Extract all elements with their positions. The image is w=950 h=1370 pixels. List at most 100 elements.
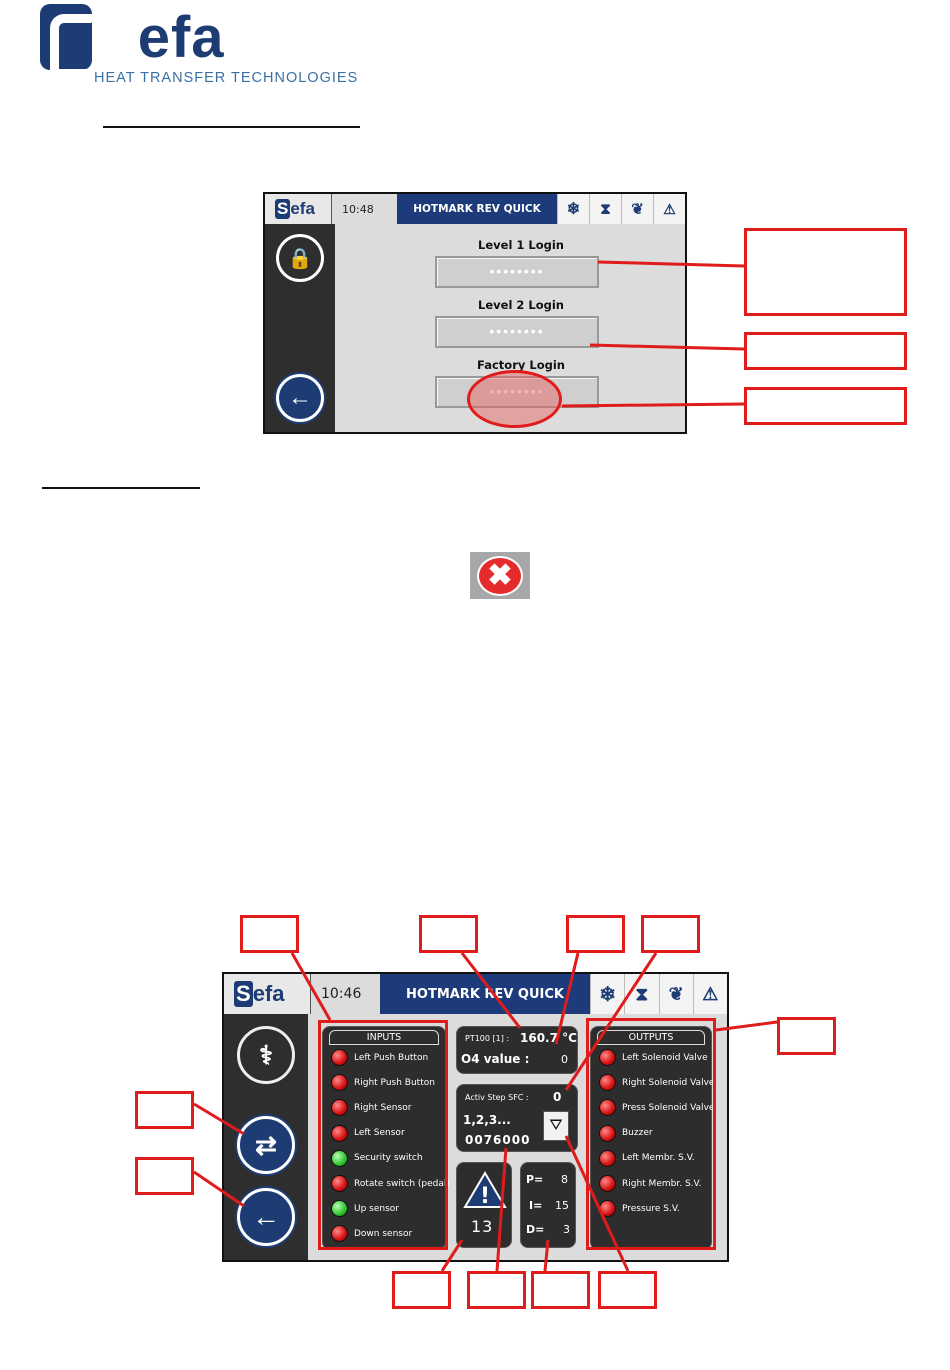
- pid-i-value: 15: [555, 1199, 569, 1212]
- input-row: Security switch: [331, 1149, 423, 1167]
- pid-d-label: D=: [526, 1223, 545, 1236]
- callout-box-e: [777, 1017, 836, 1055]
- output-row: Right Solenoid Valve: [599, 1074, 714, 1092]
- section-underline: [103, 126, 360, 128]
- stethoscope-icon[interactable]: ⚕: [237, 1026, 295, 1084]
- level2-login-field[interactable]: ••••••••: [435, 316, 599, 348]
- sfc-sequence: 1,2,3...: [463, 1113, 511, 1127]
- factory-login-highlight: [467, 370, 562, 428]
- warning-icon[interactable]: ⚠: [692, 974, 727, 1014]
- clock: 10:48: [331, 194, 397, 224]
- lock-icon[interactable]: 🔒: [276, 234, 324, 282]
- input-label: Rotate switch (pedal): [354, 1178, 450, 1189]
- input-row: Rotate switch (pedal): [331, 1175, 450, 1192]
- callout-box-b: [419, 915, 478, 953]
- input-label: Left Sensor: [354, 1128, 405, 1139]
- callout-box-j: [531, 1271, 590, 1309]
- pt100-value: 160.7 °C: [520, 1031, 577, 1045]
- output-row: Buzzer: [599, 1124, 653, 1142]
- output-label: Buzzer: [622, 1128, 653, 1139]
- diag-sidebar: ⚕ ⇄ ←: [224, 1014, 308, 1260]
- sfc-value: 0: [553, 1090, 562, 1104]
- status-lamp-icon: [331, 1200, 348, 1218]
- machine-title: HOTMARK REV QUICK: [397, 194, 557, 224]
- callout-box-k: [598, 1271, 657, 1309]
- back-button[interactable]: ←: [237, 1188, 295, 1246]
- callout-box-a: [240, 915, 299, 953]
- output-row: Right Membr. S.V.: [599, 1175, 701, 1192]
- input-label: Left Push Button: [354, 1052, 429, 1063]
- level1-login-label: Level 1 Login: [478, 238, 564, 252]
- pid-p-label: P=: [526, 1173, 544, 1186]
- leaf-icon[interactable]: ❦: [621, 194, 653, 224]
- input-row: Left Sensor: [331, 1124, 405, 1142]
- status-lamp-icon: [331, 1074, 348, 1092]
- pid-panel: P= 8 I= 15 D= 3: [520, 1162, 576, 1248]
- status-lamp-icon: [599, 1124, 616, 1142]
- callout-box-h: [392, 1271, 451, 1309]
- status-lamp-icon: [331, 1099, 348, 1117]
- pid-d-value: 3: [563, 1223, 570, 1236]
- warning-icon[interactable]: ⚠: [653, 194, 685, 224]
- pt100-label: PT100 [1] :: [465, 1034, 510, 1043]
- input-label: Security switch: [354, 1153, 423, 1164]
- login-sidebar: 🔒 ←: [265, 224, 335, 432]
- output-row: Press Solenoid Valve: [599, 1099, 715, 1117]
- outputs-highlight: [586, 1018, 716, 1250]
- press-machine-icon: ⛛: [543, 1111, 569, 1141]
- output-label: Right Membr. S.V.: [622, 1178, 702, 1189]
- o4-label: O4 value :: [461, 1052, 530, 1066]
- output-label: Press Solenoid Valve: [622, 1102, 715, 1113]
- level1-login-field[interactable]: ••••••••: [435, 256, 599, 288]
- leaf-icon[interactable]: ❦: [658, 974, 693, 1014]
- hourglass-icon[interactable]: ⧗: [589, 194, 621, 224]
- input-label: Right Push Button: [354, 1077, 435, 1088]
- section-underline-2: [42, 487, 200, 489]
- callout-box-i: [467, 1271, 526, 1309]
- callout-box-d: [641, 915, 700, 953]
- output-row: Left Solenoid Valve: [599, 1049, 708, 1066]
- svg-text:!: !: [480, 1184, 490, 1209]
- input-label: Up sensor: [354, 1203, 399, 1214]
- level2-login-label: Level 2 Login: [478, 298, 564, 312]
- sfc-label: Activ Step SFC :: [465, 1093, 529, 1102]
- alarm-count: 13: [471, 1217, 494, 1236]
- status-lamp-icon: [599, 1099, 616, 1117]
- status-lamp-icon: [331, 1124, 348, 1142]
- pid-p-value: 8: [561, 1173, 568, 1186]
- inputs-highlight: [318, 1020, 448, 1250]
- switch-page-button[interactable]: ⇄: [237, 1116, 295, 1174]
- hourglass-icon[interactable]: ⧗: [624, 974, 659, 1014]
- pid-i-label: I=: [529, 1199, 543, 1212]
- inputs-title: INPUTS: [329, 1030, 439, 1045]
- snowflake-icon[interactable]: ❄: [557, 194, 589, 224]
- callout-box-c: [566, 915, 625, 953]
- status-lamp-icon: [599, 1149, 616, 1167]
- output-label: Pressure S.V.: [622, 1203, 680, 1214]
- back-button[interactable]: ←: [276, 374, 324, 422]
- input-row: Up sensor: [331, 1200, 399, 1218]
- output-label: Left Solenoid Valve: [622, 1052, 708, 1063]
- cancel-button[interactable]: ✖: [470, 552, 530, 599]
- callout-box-f: [135, 1091, 194, 1129]
- input-row: Right Push Button: [331, 1074, 435, 1092]
- cycle-counter: 0076000: [465, 1133, 531, 1147]
- sfc-panel: Activ Step SFC : 0 1,2,3... 0076000 ⛛: [456, 1084, 578, 1152]
- factory-login-label: Factory Login: [477, 358, 565, 372]
- input-row: Right Sensor: [331, 1099, 411, 1117]
- machine-title: HOTMARK REV QUICK: [380, 974, 590, 1014]
- output-row: Left Membr. S.V.: [599, 1149, 695, 1167]
- callout-box-3: [744, 387, 907, 425]
- logo-tagline: HEAT TRANSFER TECHNOLOGIES: [94, 70, 359, 86]
- status-lamp-icon: [599, 1049, 616, 1066]
